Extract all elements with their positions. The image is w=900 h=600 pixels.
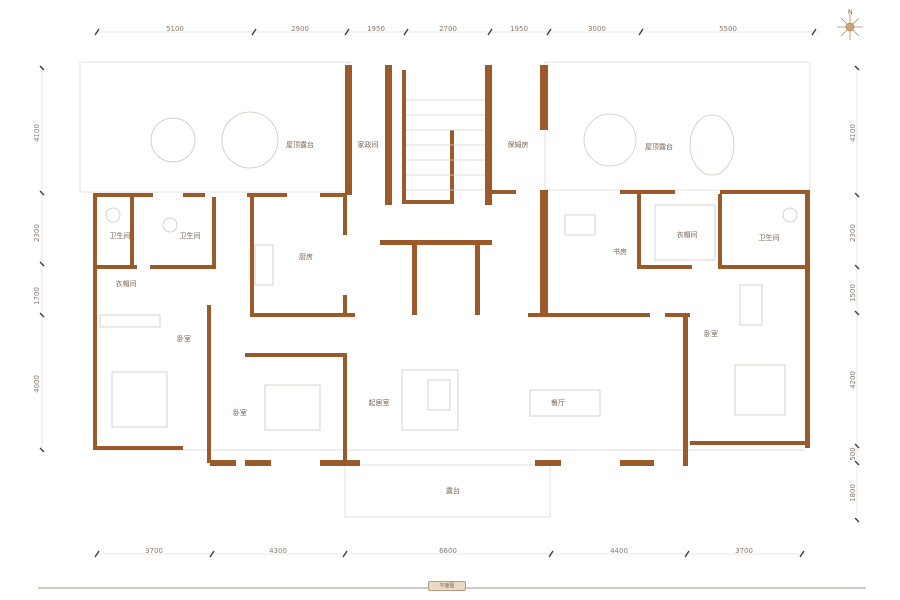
furniture (99, 111, 798, 431)
dim-right-3: 1500 (849, 284, 857, 302)
dim-right-5: 500 (849, 447, 857, 461)
dim-bottom-4: 4400 (610, 547, 628, 555)
room-label-cloakroom-right: 衣帽间 (676, 231, 698, 239)
dim-left-3: 1700 (33, 287, 41, 305)
walls (93, 65, 810, 466)
dim-left-4: 4000 (33, 375, 41, 393)
dim-top-4: 2700 (439, 25, 457, 33)
dim-right-1: 4100 (849, 124, 857, 142)
dimension-ticks (39, 28, 860, 558)
room-label-terrace: 露台 (446, 487, 460, 495)
dim-right-4: 4200 (849, 371, 857, 389)
dim-left-1: 4100 (33, 124, 41, 142)
dim-bottom-5: 3700 (735, 547, 753, 555)
dim-top-5: 1950 (510, 25, 528, 33)
room-label-bath-left-outer: 卫生间 (109, 232, 131, 240)
room-label-bedroom-left: 卧室 (177, 335, 191, 343)
room-label-bedroom-middle: 卧室 (233, 409, 247, 417)
scale-bar-badge: 平面图 (428, 581, 466, 591)
dim-bottom-3: 6600 (439, 547, 457, 555)
dim-right-6: 1800 (849, 484, 857, 502)
dim-right-2: 2300 (849, 224, 857, 242)
dimension-lines (38, 28, 866, 589)
dim-top-3: 1950 (367, 25, 385, 33)
room-label-dining-room: 餐厅 (551, 399, 565, 407)
room-label-housekeeping: 家政间 (357, 141, 379, 149)
room-label-kitchen: 厨房 (299, 253, 313, 261)
staircase (406, 99, 485, 191)
dim-top-2: 2900 (291, 25, 309, 33)
compass-north-label: N (848, 9, 853, 16)
room-label-living-room: 起居室 (368, 399, 390, 407)
dim-left-2: 2300 (33, 224, 41, 242)
room-label-study: 书房 (613, 248, 627, 256)
dim-bottom-1: 3700 (145, 547, 163, 555)
dim-top-7: 5500 (719, 25, 737, 33)
room-label-bath-right: 卫生间 (758, 234, 780, 242)
dim-bottom-2: 4300 (269, 547, 287, 555)
room-label-cloakroom-left: 衣帽间 (115, 280, 137, 288)
compass-icon (837, 14, 863, 40)
room-label-bath-left-inner: 卫生间 (179, 232, 201, 240)
room-label-nanny-room: 保姆房 (507, 141, 529, 149)
dim-top-1: 5100 (166, 25, 184, 33)
room-label-roof-terrace-left: 屋顶露台 (286, 141, 314, 149)
room-label-roof-terrace-right: 屋顶露台 (645, 143, 673, 151)
room-label-bedroom-right: 卧室 (704, 330, 718, 338)
dim-top-6: 3000 (588, 25, 606, 33)
